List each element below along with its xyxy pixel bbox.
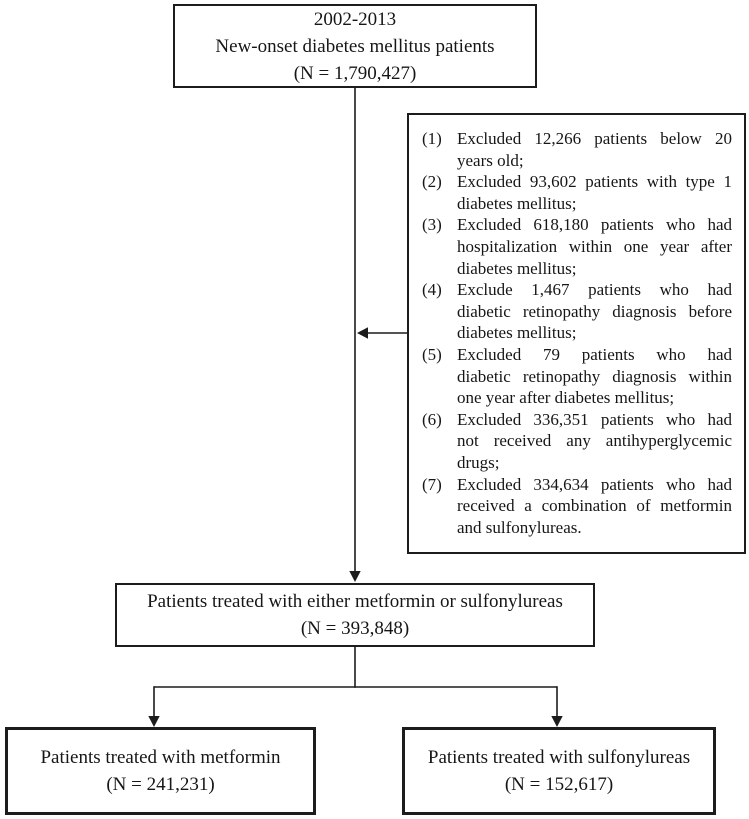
exclusion-marker: (1) [422,129,442,148]
exclusion-line: diabetes mellitus; [457,323,577,343]
exclusion-line: diabetic retinopathy diagnosis within [457,366,732,386]
sulfonylureas-description: Patients treated with sulfonylureas [427,747,691,768]
exclusion-line: Excluded 12,266 patients below 20 [457,129,732,148]
exclusion-line: one year after diabetes mellitus; [457,388,675,408]
exclusion-line: and sulfonylureas. [457,517,582,537]
exclusion-text: Excluded 334,634 patients who had receiv… [457,474,732,539]
exclusion-marker: (4) [422,280,442,300]
exclusion-item: (4) Exclude 1,467 patients who had diabe… [422,279,732,344]
exclusion-item: (2) Excluded 93,602 patients with type 1… [422,171,732,214]
exclusion-marker: (6) [422,409,442,429]
exclusion-marker: (5) [422,344,442,364]
exclusion-item: (5) Excluded 79 patients who had diabeti… [422,344,732,409]
arrowhead-down-icon [551,716,563,727]
sulfonylureas-count: (N = 152,617) [504,774,614,795]
box-metformin-group: Patients treated with metformin (N = 241… [5,727,316,815]
metformin-description: Patients treated with metformin [40,747,281,768]
exclusion-text: Excluded 93,602 patients with type 1 dia… [457,171,732,214]
exclusion-line: diabetic retinopathy diagnosis before [457,301,732,321]
exclusion-line: received a combination of metformin [457,496,732,516]
exclusion-line: Excluded 79 patients who had [457,344,732,364]
exclusion-text: Excluded 336,351 patients who had not re… [457,409,732,474]
exclusion-marker: (7) [422,474,442,494]
box-exclusion-criteria: (1) Excluded 12,266 patients below 20 ye… [407,113,746,554]
cohort-description: Patients treated with either metformin o… [147,591,563,612]
exclusion-item: (3) Excluded 618,180 patients who had ho… [422,214,732,279]
exclusion-item: (1) Excluded 12,266 patients below 20 ye… [422,128,732,171]
exclusion-line: Excluded 618,180 patients who had [457,215,732,235]
exclusion-text: Exclude 1,467 patients who had diabetic … [457,279,732,344]
box-treated-cohort: Patients treated with either metformin o… [115,583,595,647]
exclusion-text: Excluded 12,266 patients below 20 years … [457,128,732,171]
exclusion-text: Excluded 79 patients who had diabetic re… [457,344,732,409]
exclusion-line: Exclude 1,467 patients who had [457,280,732,300]
exclusion-item: (7) Excluded 334,634 patients who had re… [422,474,732,539]
arrowhead-left-icon [357,327,368,339]
cohort-count: (N = 393,848) [300,618,410,639]
exclusion-line: drugs; [457,452,500,472]
exclusion-line: years old; [457,150,524,170]
source-count: (N = 1,790,427) [293,62,417,84]
exclusion-line: Excluded 334,634 patients who had [457,474,732,494]
box-source-population: 2002-2013 New-onset diabetes mellitus pa… [173,4,537,88]
exclusion-line: Excluded 93,602 patients with type 1 [457,172,732,192]
exclusion-marker: (3) [422,215,442,235]
exclusion-line: diabetes mellitus; [457,193,577,213]
exclusion-line: hospitalization within one year after [457,236,732,256]
exclusion-line: not received any antihyperglycemic [457,431,732,451]
arrowhead-down-icon [349,571,361,582]
exclusion-line: diabetes mellitus; [457,258,577,278]
source-description: New-onset diabetes mellitus patients [215,35,495,57]
exclusion-text: Excluded 618,180 patients who had hospit… [457,214,732,279]
metformin-count: (N = 241,231) [106,774,215,795]
exclusion-item: (6) Excluded 336,351 patients who had no… [422,409,732,474]
source-period: 2002-2013 [313,8,397,30]
arrowhead-down-icon [148,716,160,727]
exclusion-marker: (2) [422,172,442,192]
exclusion-line: Excluded 336,351 patients who had [457,409,732,429]
box-sulfonylureas-group: Patients treated with sulfonylureas (N =… [402,727,716,815]
